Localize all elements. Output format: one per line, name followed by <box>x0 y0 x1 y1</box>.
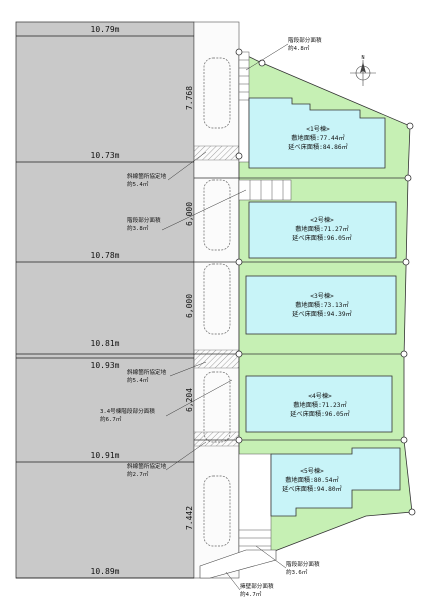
road-dimension-7: 10.89m <box>91 567 120 576</box>
car-4 <box>203 371 231 443</box>
boundary-marker <box>400 436 408 444</box>
building-4 <box>245 375 393 433</box>
stairs-5 <box>238 453 272 555</box>
boundary-marker <box>235 152 243 160</box>
road-dimension-6: 10.91m <box>91 451 120 460</box>
unit-3-site-area: 敷地面積:73.13㎡ <box>295 301 349 309</box>
boundary-marker <box>408 508 416 516</box>
unit-1-name: <1号棟> <box>306 125 330 133</box>
building-2 <box>248 201 397 259</box>
retaining-wall <box>199 549 277 579</box>
building-1 <box>248 97 386 169</box>
callout-stair-2-area: 約3.8㎡ <box>127 224 149 232</box>
boundary-marker <box>258 59 266 67</box>
hatched-area-1 <box>193 145 240 161</box>
callout-stair-top-area: 約4.8㎡ <box>288 44 310 52</box>
road-dimension-5: 10.93m <box>91 361 120 370</box>
leader-line <box>225 571 241 591</box>
callout-corner-1-title: 斜線箇所協定地 <box>127 172 167 180</box>
road-dimension-2: 10.73m <box>91 151 120 160</box>
boundary-marker <box>235 436 243 444</box>
callout-corner-2-area: 約5.4㎡ <box>127 376 149 384</box>
unit-5-name: <5号棟> <box>300 467 324 475</box>
boundary-marker <box>406 122 414 130</box>
car-1 <box>203 57 231 129</box>
unit-1-site-area: 敷地面積:77.44㎡ <box>291 134 345 142</box>
car-3 <box>203 263 231 335</box>
unit-5-site-area: 敷地面積:80.54㎡ <box>285 476 339 484</box>
callout-stair-34-area: 約6.7㎡ <box>100 415 122 423</box>
boundary-marker <box>235 258 243 266</box>
unit-2-name: <2号棟> <box>310 216 334 224</box>
north-label: N <box>361 55 364 61</box>
callout-corner-1-area: 約5.4㎡ <box>127 180 149 188</box>
north-compass <box>350 60 376 86</box>
leader-line <box>167 151 207 181</box>
leader-line <box>169 361 207 377</box>
frontage-dimension-3: 6,000 <box>185 294 194 318</box>
stairs-2 <box>238 179 292 201</box>
stairs-1 <box>238 51 250 163</box>
hatched-area-3 <box>193 431 240 447</box>
boundary-marker <box>235 350 243 358</box>
unit-4-floor-area: 延べ床面積:96.05㎡ <box>290 410 350 418</box>
unit-2-floor-area: 延べ床面積:96.05㎡ <box>292 234 352 242</box>
leader-line <box>165 441 207 471</box>
frontage-dimension-2: 6,000 <box>185 202 194 226</box>
callout-stair-5-title: 階段部分面積 <box>286 560 320 568</box>
boundary-marker <box>400 350 408 358</box>
hatched-area-2 <box>193 349 240 369</box>
callout-stair-top-title: 階段部分面積 <box>288 36 322 44</box>
parking-strip <box>193 21 240 579</box>
road-dimension-3: 10.78m <box>91 251 120 260</box>
building-3 <box>245 275 397 335</box>
callout-corner-3-area: 約2.7㎡ <box>127 470 149 478</box>
unit-3-name: <3号棟> <box>310 292 334 300</box>
unit-4-name: <4号棟> <box>308 392 332 400</box>
car-2 <box>203 179 231 251</box>
unit-3-floor-area: 延べ床面積:94.39㎡ <box>292 310 352 318</box>
leader-line <box>245 43 289 71</box>
road-dimension-4: 10.81m <box>91 339 120 348</box>
callout-retaining-wall-area: 約4.7㎡ <box>240 590 262 598</box>
boundary-marker <box>402 258 410 266</box>
leader-line <box>165 379 233 417</box>
callout-corner-3-title: 斜線箇所協定地 <box>127 462 167 470</box>
building-5 <box>270 447 401 517</box>
callout-stair-2-title: 階段部分面積 <box>127 216 161 224</box>
road-area <box>15 21 195 579</box>
callout-retaining-wall-title: 擁壁部分面積 <box>240 582 274 590</box>
callout-stair-34-title: 3.4号棟階段部分面積 <box>100 407 155 415</box>
frontage-dimension-5: 7.442 <box>185 506 194 530</box>
callout-corner-2-title: 斜線箇所協定地 <box>127 368 167 376</box>
unit-1-floor-area: 延べ床面積:84.86㎡ <box>288 143 348 151</box>
unit-2-site-area: 敷地面積:71.27㎡ <box>295 225 349 233</box>
frontage-dimension-4: 6,204 <box>185 388 194 412</box>
leader-line <box>161 189 247 231</box>
frontage-dimension-1: 7.768 <box>185 86 194 110</box>
leader-line <box>255 545 287 569</box>
unit-5-floor-area: 延べ床面積:94.80㎡ <box>282 485 342 493</box>
boundary-marker <box>404 174 412 182</box>
callout-stair-5-area: 約3.6㎡ <box>286 568 308 576</box>
unit-4-site-area: 敷地面積:71.23㎡ <box>293 401 347 409</box>
road-dimension-1: 10.79m <box>91 25 120 34</box>
car-5 <box>203 475 231 547</box>
boundary-marker <box>235 48 243 56</box>
